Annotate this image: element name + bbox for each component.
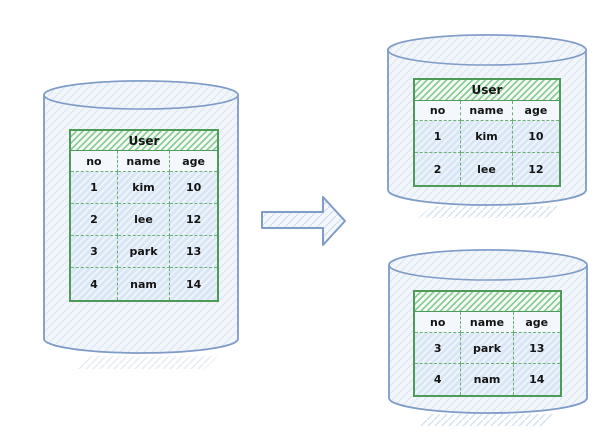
table-cell: 10 [170,172,217,204]
table-cell: 12 [512,153,559,185]
table-cell: 3 [415,333,462,364]
column-header-age: age [170,151,217,172]
table-cell: 2 [415,153,462,185]
user-table-source: User no name age 1 kim 10 2 lee 12 3 par… [69,129,219,302]
user-table-shard-1: User no name age 1 kim 10 2 lee 12 [413,78,561,187]
column-header-name: name [117,151,171,172]
table-cell: 13 [513,333,560,364]
cylinder-top-rim [43,80,239,110]
table-cell: 14 [170,268,217,300]
table-cell: 14 [513,364,560,395]
table-title [413,290,562,312]
column-header-age: age [512,101,559,121]
table-cell: kim [461,121,513,153]
column-header-name: name [461,312,514,333]
table-cell: 3 [71,236,118,268]
cylinder-shadow [418,206,560,218]
table-cell: lee [117,204,171,236]
block-arrow-right-icon [261,196,346,246]
table-grid: no name age 1 kim 10 2 lee 12 [413,101,561,187]
column-header-age: age [513,312,560,333]
table-cell: 4 [415,364,462,395]
table-cell: kim [117,172,171,204]
table-cell: 10 [512,121,559,153]
cylinder-shadow [418,414,558,426]
table-cell: 12 [170,204,217,236]
table-cell: lee [461,153,513,185]
column-header-name: name [461,101,513,121]
table-cell: nam [117,268,171,300]
table-grid: no name age 3 park 13 4 nam 14 [413,312,562,397]
user-table-shard-2: no name age 3 park 13 4 nam 14 [413,290,562,397]
cylinder-shadow [75,356,218,369]
column-header-no: no [415,101,462,121]
table-title: User [413,78,561,101]
table-cell: nam [461,364,514,395]
column-header-no: no [415,312,462,333]
table-cell: park [117,236,171,268]
table-grid: no name age 1 kim 10 2 lee 12 3 park 13 … [69,151,219,302]
table-cell: park [461,333,514,364]
cylinder-top-rim [387,34,587,66]
table-cell: 1 [415,121,462,153]
cylinder-top-rim [388,249,588,281]
table-title: User [69,129,219,151]
table-cell: 2 [71,204,118,236]
table-cell: 13 [170,236,217,268]
table-cell: 1 [71,172,118,204]
column-header-no: no [71,151,118,172]
table-cell: 4 [71,268,118,300]
